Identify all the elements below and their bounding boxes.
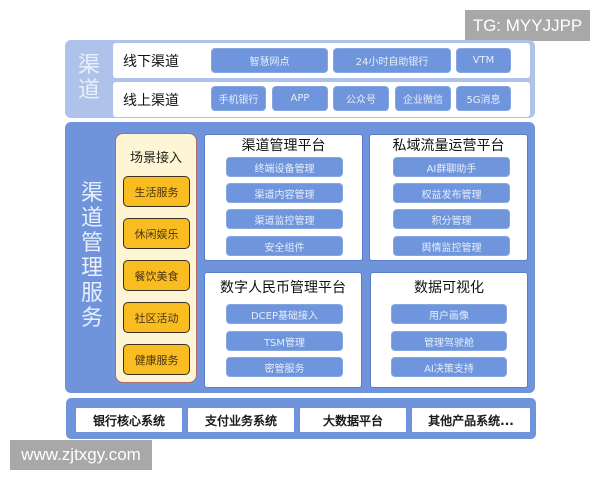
label-char: 道 — [80, 206, 103, 231]
label-char: 管 — [80, 231, 103, 256]
platform-item[interactable]: TSM管理 — [226, 331, 343, 351]
platform-title: 数字人民币管理平台 — [220, 280, 346, 296]
scene-button-dining[interactable]: 餐饮美食 — [123, 260, 190, 291]
platform-item[interactable]: 渠道监控管理 — [226, 209, 343, 229]
label-char: 务 — [80, 306, 103, 331]
core-system-payment[interactable]: 支付业务系统 — [188, 408, 294, 432]
channel-button-vtm[interactable]: VTM — [456, 48, 511, 73]
platform-item[interactable]: 积分管理 — [393, 209, 510, 229]
core-system-banking[interactable]: 银行核心系统 — [76, 408, 182, 432]
label-char: 道 — [77, 78, 100, 103]
platform-item[interactable]: 渠道内容管理 — [226, 183, 343, 203]
platform-item[interactable]: 舆情监控管理 — [393, 236, 510, 256]
service-layer-label: 渠 道 管 理 服 务 — [68, 181, 116, 331]
channel-layer-label: 渠 道 — [65, 53, 113, 103]
platform-item[interactable]: 用户画像 — [391, 304, 507, 324]
online-channel-label: 线上渠道 — [123, 92, 179, 109]
channel-button-wecom[interactable]: 企业微信 — [395, 86, 451, 111]
channel-button-app[interactable]: APP — [272, 86, 328, 111]
platform-item[interactable]: 密管服务 — [226, 357, 343, 377]
platform-item[interactable]: 管理驾驶舱 — [391, 331, 507, 351]
channel-button-official-account[interactable]: 公众号 — [333, 86, 389, 111]
channel-button-smart-branch[interactable]: 智慧网点 — [211, 48, 328, 73]
platform-item[interactable]: 安全组件 — [226, 236, 343, 256]
platform-title: 渠道管理平台 — [241, 138, 326, 154]
platform-item[interactable]: DCEP基础接入 — [226, 304, 343, 324]
channel-button-24h-self-service[interactable]: 24小时自助银行 — [333, 48, 451, 73]
label-char: 渠 — [77, 53, 100, 78]
label-char: 理 — [80, 256, 103, 281]
watermark-site: www.zjtxgy.com — [10, 440, 152, 470]
label-char: 服 — [80, 281, 103, 306]
platform-title: 私域流量运营平台 — [392, 138, 505, 154]
scene-button-leisure[interactable]: 休闲娱乐 — [123, 218, 190, 249]
channel-button-mobile-banking[interactable]: 手机银行 — [211, 86, 266, 111]
platform-item[interactable]: 终端设备管理 — [226, 157, 343, 177]
scene-button-life-service[interactable]: 生活服务 — [123, 176, 190, 207]
platform-item[interactable]: AI决策支持 — [391, 357, 507, 377]
platform-item[interactable]: AI群聊助手 — [393, 157, 510, 177]
platform-item[interactable]: 权益发布管理 — [393, 183, 510, 203]
core-system-bigdata[interactable]: 大数据平台 — [300, 408, 406, 432]
offline-channel-label: 线下渠道 — [123, 53, 179, 70]
channel-button-5g-message[interactable]: 5G消息 — [456, 86, 511, 111]
watermark-tg: TG: MYYJJPP — [465, 10, 590, 41]
label-char: 渠 — [80, 181, 103, 206]
scene-access-box — [115, 133, 197, 383]
platform-title: 数据可视化 — [414, 280, 484, 296]
core-system-other[interactable]: 其他产品系统... — [412, 408, 530, 432]
scene-button-health[interactable]: 健康服务 — [123, 344, 190, 375]
scene-access-title: 场景接入 — [129, 151, 182, 166]
scene-button-community[interactable]: 社区活动 — [123, 302, 190, 333]
